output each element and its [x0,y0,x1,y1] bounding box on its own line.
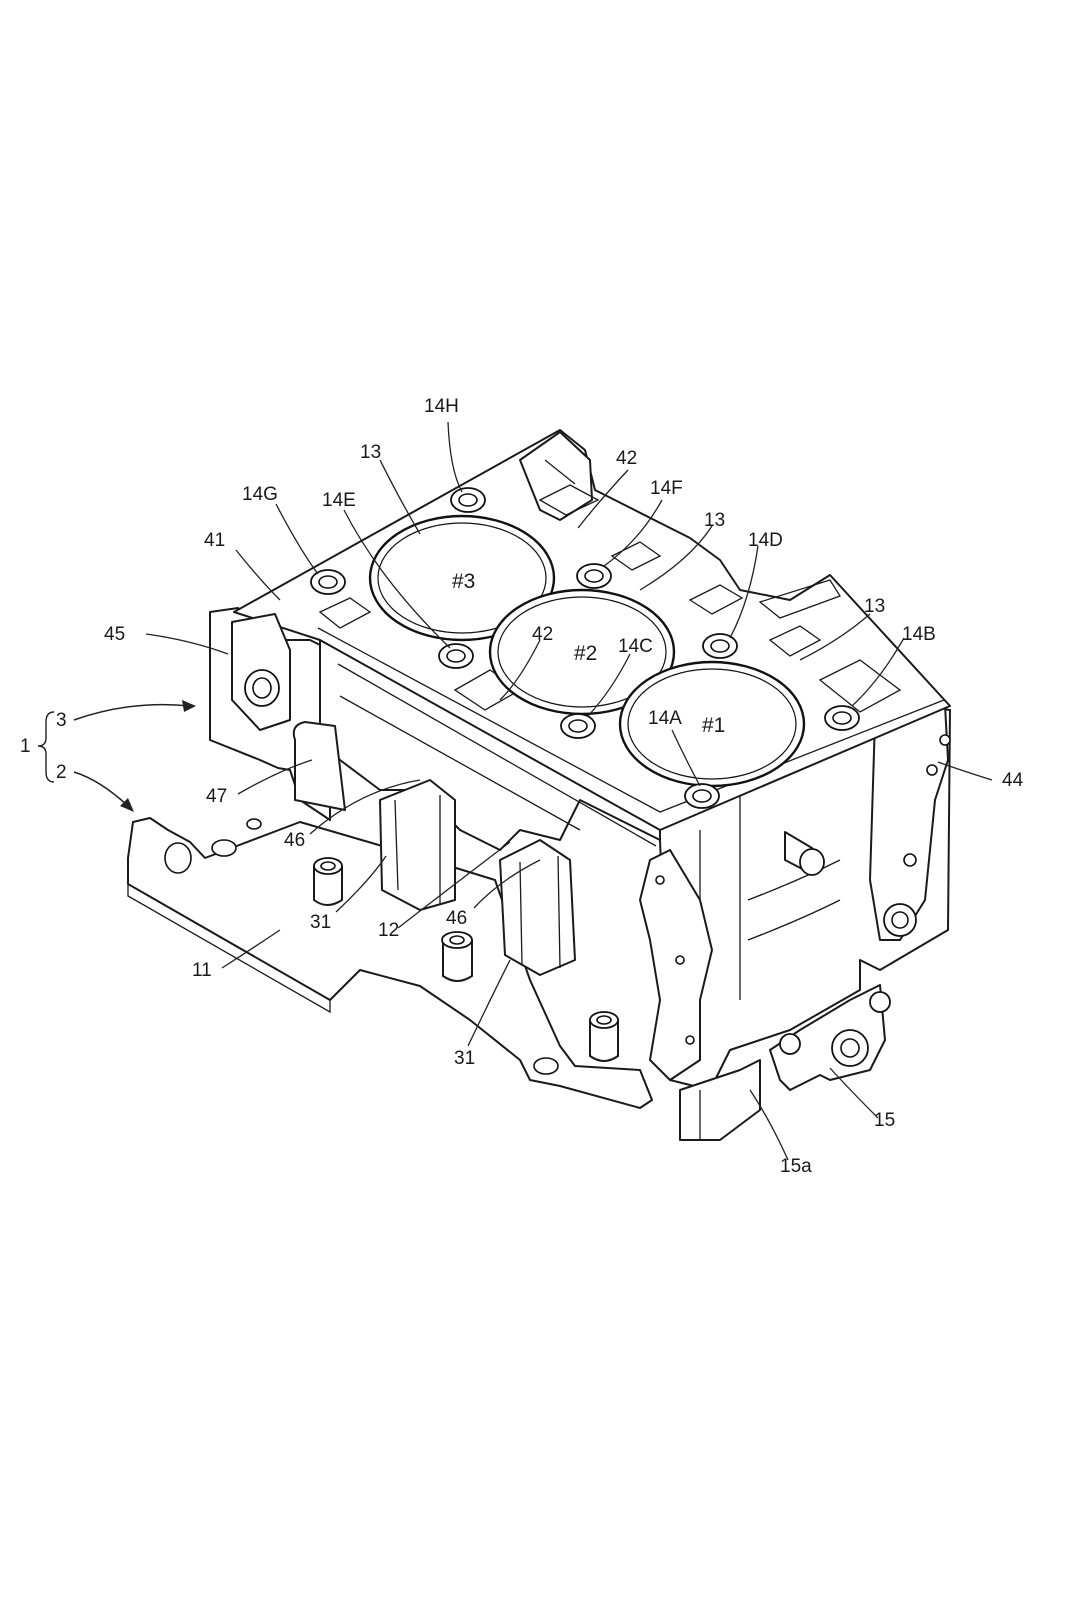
label-14F: 14F [650,478,683,499]
reference-labels: 14H 13 42 14G 14E 14F 13 14D 41 13 14B 4… [20,396,1024,1177]
dowel-pin-left [313,857,343,906]
label-12: 12 [378,920,399,941]
label-3: 3 [56,710,67,731]
bolt-hole-14A [684,783,720,809]
cylinder-number-1: #1 [702,714,725,737]
label-14B: 14B [902,624,936,645]
bolt-hole-14G [310,569,346,595]
bolt-hole-14D [702,633,738,659]
label-14A: 14A [648,708,682,729]
label-42-rear: 42 [616,448,637,469]
lower-case-plate [127,817,653,1109]
bolt-hole-14F [576,563,612,589]
label-15a: 15a [780,1156,812,1177]
label-47: 47 [206,786,227,807]
cylinder-number-3: #3 [452,570,475,593]
end-boss-45 [231,613,291,731]
cylinder-number-2: #2 [574,642,597,665]
dowel-pin-right [589,1011,619,1062]
label-2: 2 [56,762,67,783]
label-14E: 14E [322,490,356,511]
bolt-hole-14E [438,643,474,669]
label-11: 11 [192,960,212,981]
bolt-hole-14C [560,713,596,739]
bolt-hole-14H [450,487,486,513]
cylinder-bore-1 [618,660,806,788]
label-14G: 14G [242,484,278,505]
label-13-rear: 13 [360,442,381,463]
dowel-pin-center [441,931,473,982]
label-14H: 14H [424,396,459,417]
cylinder-numbers: #3 #2 #1 [452,570,725,737]
label-44: 44 [1002,770,1024,791]
bolt-hole-14B [824,705,860,731]
label-41: 41 [204,530,225,551]
label-14D: 14D [748,530,783,551]
label-31-left: 31 [310,912,331,933]
label-15: 15 [874,1110,895,1131]
label-46-left: 46 [284,830,305,851]
label-14C: 14C [618,636,653,657]
label-42-middle: 42 [532,624,553,645]
leader-lines [37,421,993,1161]
cylinder-bore-3 [368,514,556,642]
label-31-bottom: 31 [454,1048,475,1069]
label-13-front: 13 [864,596,885,617]
label-46-right: 46 [446,908,467,929]
label-1: 1 [20,736,31,757]
label-13-middle: 13 [704,510,725,531]
label-45: 45 [104,624,125,645]
